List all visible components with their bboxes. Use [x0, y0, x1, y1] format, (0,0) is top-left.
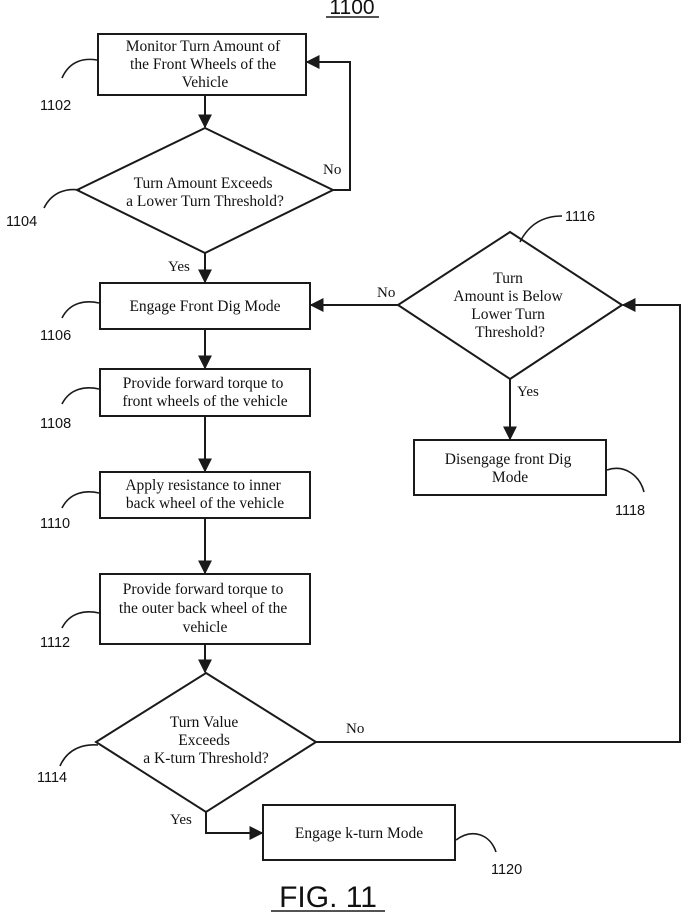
leader-1110 — [61, 491, 100, 509]
leader-1106 — [61, 301, 100, 319]
edge-1114-yes-to-1120 — [205, 812, 264, 840]
edge-1114-no-to-1116 — [316, 298, 681, 743]
ref-1110: 1110 — [40, 516, 70, 532]
step-1120-box — [262, 804, 456, 861]
step-1112-line-3: vehicle — [183, 619, 228, 636]
step-1120-text: Engage k-turn Mode — [295, 825, 423, 842]
edge-1114-yes-label: Yes — [170, 812, 192, 828]
leader-1108 — [61, 387, 100, 405]
decision-1114-line-1: Turn Value — [170, 714, 239, 731]
step-1106-text: Engage Front Dig Mode — [129, 298, 280, 315]
ref-1120: 1120 — [491, 862, 522, 878]
edge-1104-yes-label: Yes — [168, 259, 190, 275]
step-1110-line-1: Apply resistance to inner — [125, 477, 281, 494]
step-1108-box — [99, 368, 311, 417]
leader-1114 — [59, 744, 99, 767]
leader-1116 — [519, 215, 563, 243]
step-1112-text: Provide forward torque to the outer back… — [119, 581, 291, 636]
step-1110-text: Apply resistance to inner back wheel of … — [125, 477, 284, 512]
step-1118-line-2: Mode — [492, 469, 528, 486]
leader-1102 — [61, 58, 98, 79]
decision-1104-line-1: Turn Amount Exceeds — [134, 175, 273, 192]
step-1102-line-2: the Front Wheels of the — [130, 56, 276, 73]
ref-1102: 1102 — [40, 98, 71, 114]
figure-label: FIG. 11 — [279, 881, 377, 914]
step-1110-line-2: back wheel of the vehicle — [126, 495, 284, 512]
step-1108-line-1: Provide forward torque to — [123, 375, 284, 392]
step-1108-line-2: front wheels of the vehicle — [122, 393, 287, 410]
ref-1118: 1118 — [615, 503, 645, 519]
step-1118-box — [413, 439, 607, 496]
step-1112-line-2: the outer back wheel of the — [119, 600, 287, 617]
leader-1112 — [61, 611, 100, 629]
ref-1108: 1108 — [40, 416, 71, 432]
figure-number: 1100 — [329, 0, 374, 19]
decision-1104-text: Turn Amount Exceeds a Lower Turn Thresho… — [126, 175, 284, 210]
edge-1104-no-to-1102 — [305, 55, 351, 191]
decision-1116-line-1: Turn — [493, 270, 523, 287]
decision-1116-text: Turn Amount is Below Lower Turn Threshol… — [453, 270, 566, 341]
ref-1114: 1114 — [37, 770, 67, 786]
decision-1114-line-2: Exceeds — [178, 732, 230, 749]
leader-1118 — [606, 467, 645, 493]
leader-1104 — [43, 188, 81, 209]
step-1118-text: Disengage front Dig Mode — [445, 451, 575, 486]
edge-1116-yes-label: Yes — [517, 384, 539, 400]
step-1102-line-3: Vehicle — [182, 74, 229, 91]
step-1102-line-1: Monitor Turn Amount of — [126, 38, 281, 55]
ref-1112: 1112 — [40, 635, 70, 651]
decision-1116-line-2: Amount is Below — [453, 288, 563, 305]
step-1118-line-1: Disengage front Dig — [445, 451, 572, 468]
decision-1116-line-4: Threshold? — [475, 324, 545, 341]
ref-1104: 1104 — [6, 214, 37, 230]
step-1120-line-1: Engage k-turn Mode — [295, 825, 423, 842]
decision-1104-line-2: a Lower Turn Threshold? — [126, 193, 284, 210]
step-1102-text: Monitor Turn Amount of the Front Wheels … — [126, 38, 284, 91]
decision-1116-line-3: Lower Turn — [471, 306, 545, 323]
step-1112-line-1: Provide forward torque to — [123, 581, 284, 598]
decision-1114-text: Turn Value Exceeds a K-turn Threshold? — [143, 714, 269, 767]
ref-1116: 1116 — [565, 209, 595, 225]
leader-1120 — [455, 832, 497, 853]
ref-1106: 1106 — [40, 328, 71, 344]
edge-1104-no-label: No — [323, 162, 341, 178]
step-1106-line-1: Engage Front Dig Mode — [129, 298, 280, 315]
decision-1114-line-3: a K-turn Threshold? — [143, 750, 269, 767]
edge-1116-no-label: No — [377, 285, 395, 301]
edge-1114-no-label: No — [346, 721, 364, 737]
step-1108-text: Provide forward torque to front wheels o… — [122, 375, 287, 410]
